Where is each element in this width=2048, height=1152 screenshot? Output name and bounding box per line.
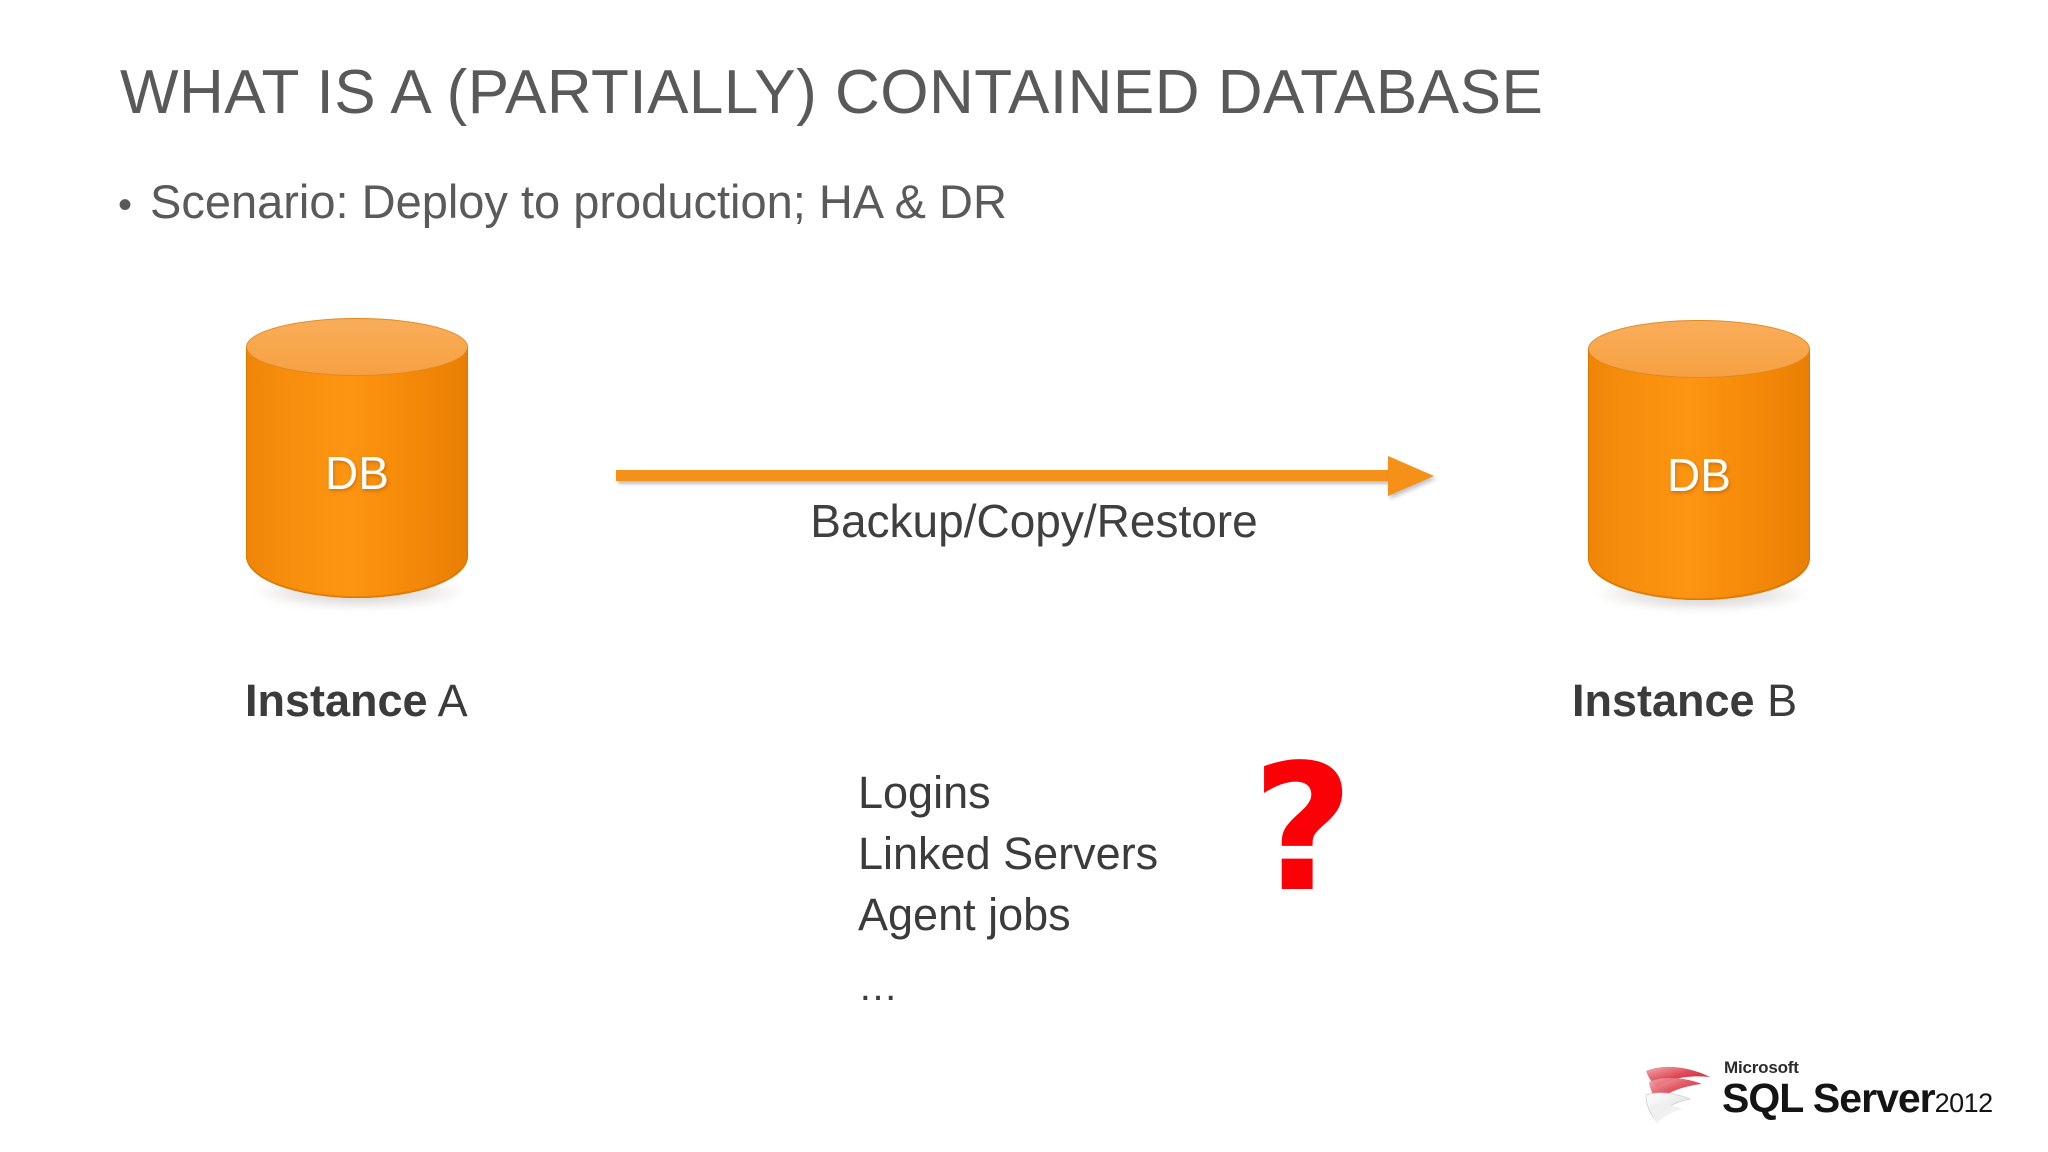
unsupported-items-list: Logins Linked Servers Agent jobs … xyxy=(858,762,1158,1018)
cylinder-body xyxy=(246,346,468,598)
instance-a-caption-light: A xyxy=(437,675,468,726)
instance-b-caption: Instance B xyxy=(1572,673,1797,729)
instance-a-caption: Instance A xyxy=(245,673,468,729)
list-item: Agent jobs xyxy=(858,889,1071,940)
logo-version-label: 2012 xyxy=(1934,1088,1994,1118)
instance-a-caption-strong: Instance xyxy=(245,675,428,726)
question-mark-icon: ? xyxy=(1252,728,1354,931)
cylinder-top-ellipse xyxy=(1588,320,1810,378)
list-item: Linked Servers xyxy=(858,828,1159,879)
database-label-right: DB xyxy=(1667,449,1731,501)
logo-product-label: SQL Server xyxy=(1722,1075,1936,1121)
arrow-head xyxy=(1388,456,1434,496)
arrow-shaft xyxy=(616,470,1406,481)
sql-server-logo-icon xyxy=(1640,1061,1718,1127)
cylinder-body xyxy=(1588,348,1810,600)
page-title: WHAT IS A (PARTIALLY) CONTAINED DATABASE xyxy=(120,58,1544,127)
instance-b-caption-light: B xyxy=(1767,675,1798,726)
right-arrow-icon xyxy=(616,455,1452,499)
instance-b-caption-strong: Instance xyxy=(1572,675,1755,726)
logo-microsoft-label: Microsoft xyxy=(1724,1058,1799,1077)
bullet-item-label: Scenario: Deploy to production; HA & DR xyxy=(150,175,1007,228)
database-cylinder-left: DB xyxy=(246,318,468,610)
arrow-label: Backup/Copy/Restore xyxy=(810,495,1258,547)
cylinder-top-ellipse xyxy=(246,318,468,376)
list-item-ellipsis: … xyxy=(858,965,898,1009)
logo-product-row: SQL Server2012 xyxy=(1722,1075,1993,1126)
sql-server-logo: Microsoft SQL Server2012 xyxy=(1640,1055,1993,1133)
bullet-item: • Scenario: Deploy to production; HA & D… xyxy=(118,172,1007,232)
sql-server-logo-text: Microsoft SQL Server2012 xyxy=(1722,1055,1993,1133)
bullet-marker-icon: • xyxy=(118,183,133,227)
database-cylinder-right: DB xyxy=(1588,320,1810,612)
database-label-left: DB xyxy=(325,447,389,499)
list-item: Logins xyxy=(858,767,991,818)
